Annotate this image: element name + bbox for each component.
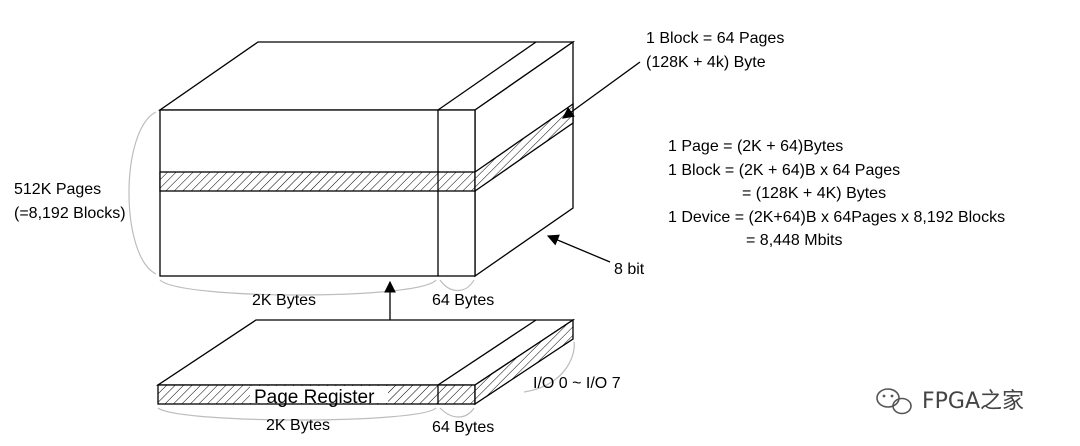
- watermark: FPGA之家: [876, 388, 1024, 415]
- block-note-line2: (128K + 4k) Byte: [646, 54, 766, 71]
- block-pointer-arrow: [562, 61, 641, 119]
- io-label: I/O 0 ~ I/O 7: [533, 375, 621, 392]
- equation-block: 1 Block = (2K + 64)B x 64 Pages: [668, 162, 900, 179]
- wechat-icon: [876, 388, 912, 415]
- cube-front-face: [159, 109, 476, 277]
- page-stripe-front: [159, 171, 476, 192]
- eight-bit-label: 8 bit: [614, 261, 645, 278]
- watermark-text: FPGA之家: [922, 389, 1024, 414]
- top-2k-brace: [159, 279, 437, 296]
- top-64-brace: [439, 279, 475, 292]
- top-64-bytes-label: 64 Bytes: [432, 292, 494, 309]
- equation-device-result: = 8,448 Mbits: [746, 232, 843, 249]
- page-register-label: Page Register: [254, 387, 375, 408]
- page-register-label-bg: [250, 386, 388, 403]
- bottom-64-brace: [439, 407, 475, 418]
- bottom-2k-bytes-label: 2K Bytes: [266, 417, 330, 434]
- left-note-line1: 512K Pages: [14, 181, 101, 198]
- block-note-line1: 1 Block = 64 Pages: [646, 30, 784, 47]
- page-stripe-side: [474, 102, 574, 193]
- left-note-line2: (=8,192 Blocks): [14, 205, 126, 222]
- spare-area-divider-top: [437, 41, 537, 111]
- eight-bit-pointer-arrow: [546, 234, 611, 263]
- register-spare-divider-top: [437, 319, 537, 386]
- equation-device: 1 Device = (2K+64)B x 64Pages x 8,192 Bl…: [668, 209, 1005, 226]
- equation-block-result: = (128K + 4K) Bytes: [742, 185, 886, 202]
- bottom-64-bytes-label: 64 Bytes: [432, 419, 494, 436]
- memory-array-cube: [157, 40, 576, 278]
- bottom-2k-brace: [157, 407, 437, 421]
- io-brace: [523, 341, 575, 393]
- register-side-face: [474, 318, 574, 406]
- top-2k-bytes-label: 2K Bytes: [252, 292, 316, 309]
- pages-brace: [128, 111, 157, 275]
- equation-page: 1 Page = (2K + 64)Bytes: [668, 138, 843, 155]
- page-register-slab: [155, 318, 576, 406]
